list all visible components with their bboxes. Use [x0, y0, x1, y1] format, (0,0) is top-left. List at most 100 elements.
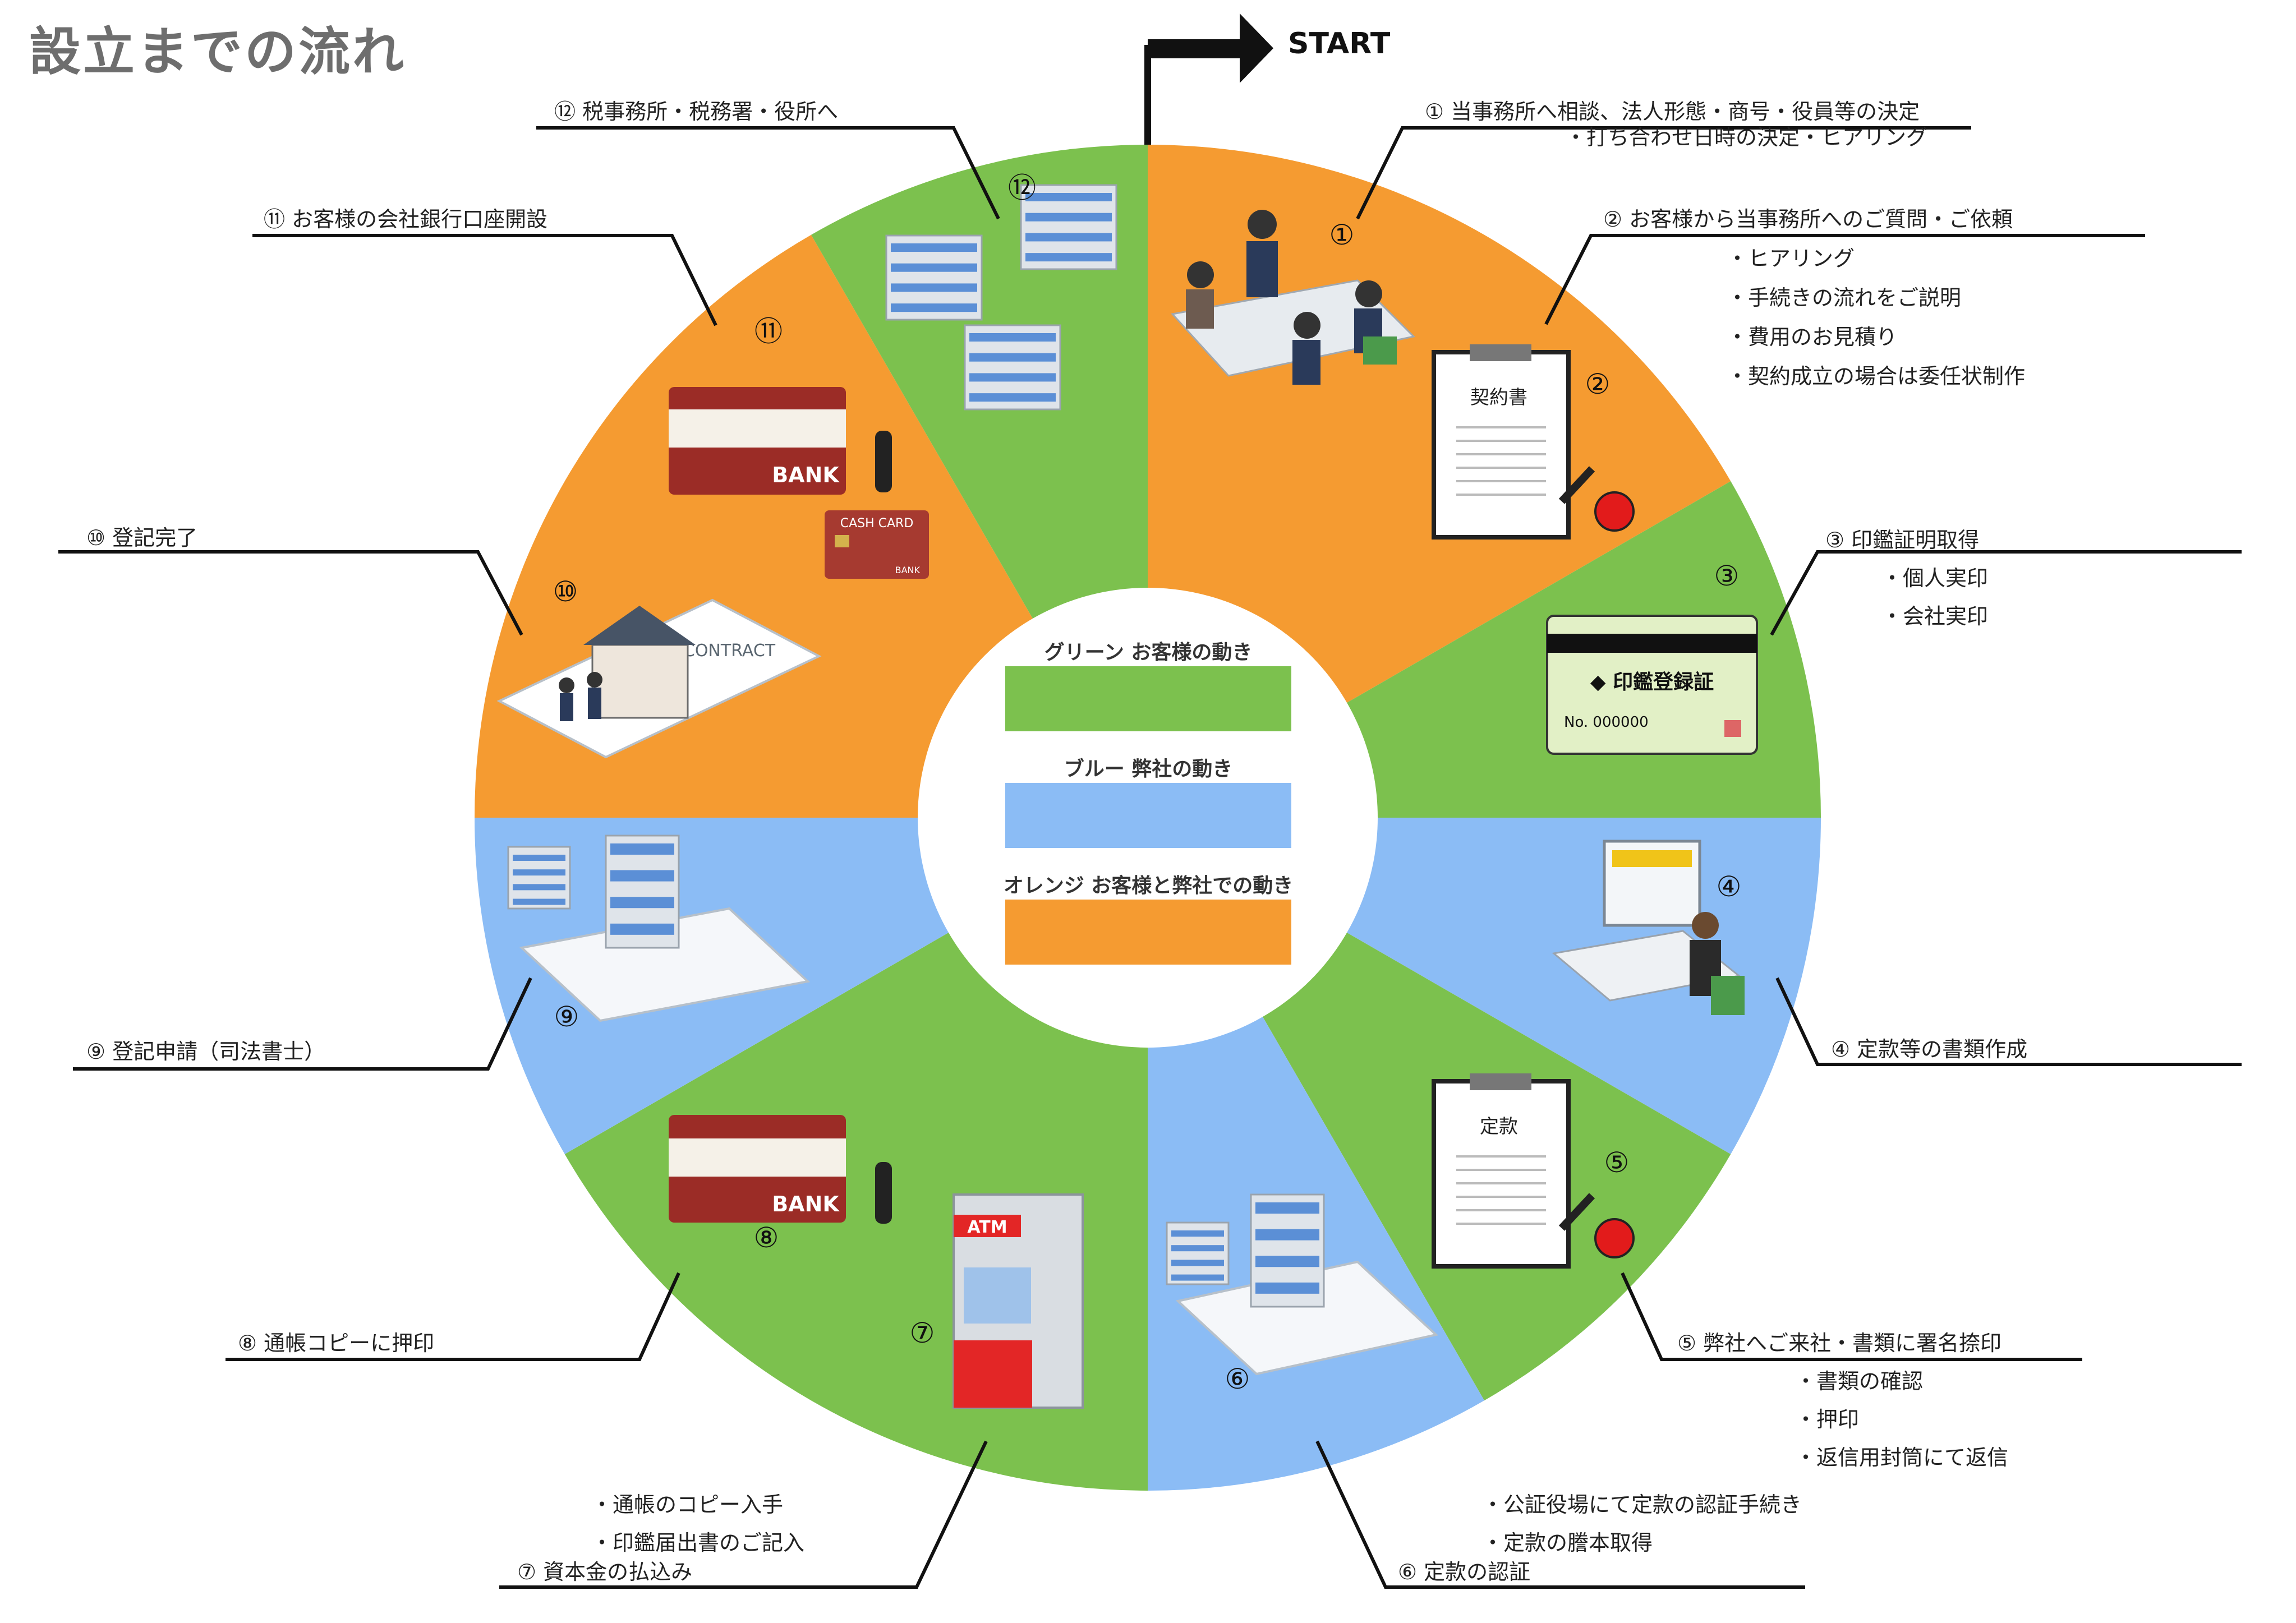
step-8-number: ⑧ — [754, 1221, 779, 1254]
step-3-number: ③ — [1714, 560, 1740, 592]
leader-line-3 — [1770, 550, 2242, 636]
step-4-title: ④ 定款等の書類作成 — [1831, 1037, 2028, 1062]
card-number-label: No. 000000 — [1564, 714, 1649, 731]
registry-small-building-icon — [507, 846, 571, 910]
step-8-label: ⑧ 通帳コピーに押印 — [238, 1330, 434, 1356]
worker-head-icon — [1692, 912, 1719, 939]
step-5-detail-3: ・返信用封筒にて返信 — [1795, 1445, 2009, 1470]
step-2-detail-1: ・ヒアリング — [1727, 246, 1855, 271]
step-12-title: ⑫ 税事務所・税務署・役所へ — [554, 99, 839, 124]
presenter-head-icon — [1248, 210, 1277, 239]
step-6-title: ⑥ 定款の認証 — [1398, 1560, 1531, 1584]
legend-orange-label: オレンジ お客様と弊社での動き — [1003, 874, 1294, 897]
card-magstripe-icon — [1547, 634, 1757, 653]
step-5-title: ⑤ 弊社へご来社・書類に署名捺印 — [1677, 1331, 2002, 1355]
legend-orange-swatch — [1005, 900, 1291, 965]
house-icon — [591, 644, 689, 719]
step-3-title: ③ 印鑑証明取得 — [1825, 528, 1980, 552]
leader-line-7 — [499, 1440, 988, 1589]
chair-icon — [1363, 336, 1397, 365]
articles-doc-label: 定款 — [1480, 1115, 1518, 1138]
step-2-number: ② — [1585, 368, 1611, 400]
step-11-label: ⑪ お客様の会社銀行口座開設 — [264, 206, 547, 232]
articles-text-line — [1456, 1209, 1546, 1211]
step-6-label: ・公証役場にて定款の認証手続き ・定款の謄本取得 ⑥ 定款の認証 — [1398, 1492, 1802, 1585]
step-7-detail-1: ・通帳のコピー入手 — [591, 1492, 784, 1517]
leader-line-6 — [1315, 1440, 1805, 1589]
contract-text-line — [1456, 453, 1546, 455]
leader-line-4 — [1775, 977, 2242, 1066]
resident-1-body-icon — [560, 693, 573, 721]
bank-card-bank-label: BANK — [772, 463, 840, 487]
seal-handle-icon — [1558, 466, 1595, 504]
step-1-detail: ・打ち合わせ日時の決定・ヒアリング — [1565, 125, 1928, 150]
step-7-number: ⑦ — [910, 1317, 935, 1349]
step-6-detail-2: ・定款の謄本取得 — [1482, 1530, 1653, 1555]
legend-green-label: グリーン お客様の動き — [1044, 641, 1253, 664]
notary-small-building-icon — [1166, 1221, 1230, 1285]
articles-text-line — [1456, 1169, 1546, 1171]
house-roof-icon — [583, 606, 696, 645]
registry-building-icon — [605, 834, 680, 949]
attendee-1-body-icon — [1186, 289, 1214, 329]
leader-line-8 — [226, 1272, 680, 1361]
step-11-title: ⑪ お客様の会社銀行口座開設 — [264, 207, 548, 232]
leader-line-12 — [536, 126, 1000, 220]
bankbook-band-icon — [669, 1138, 846, 1177]
atm-label: ATM — [967, 1218, 1007, 1237]
step-6-number: ⑥ — [1225, 1363, 1250, 1395]
contract-text-line — [1456, 480, 1546, 482]
contract-text-line — [1456, 494, 1546, 496]
step-2-title: ② お客様から当事務所へのご質問・ご依頼 — [1603, 207, 2013, 232]
cash-card-label: CASH CARD — [840, 517, 914, 531]
cash-card-chip-icon — [835, 535, 849, 547]
step-1-number: ① — [1329, 219, 1355, 251]
legend-green-swatch — [1005, 666, 1291, 731]
atm-base-icon — [954, 1340, 1032, 1408]
step-12-label: ⑫ 税事務所・税務署・役所へ — [554, 99, 838, 125]
cash-card-bank-label: BANK — [895, 565, 921, 575]
step-3-detail-2: ・会社実印 — [1881, 604, 1989, 629]
contract-text-line — [1456, 467, 1546, 469]
step-5-detail-2: ・押印 — [1795, 1407, 1860, 1432]
leader-line-2 — [1544, 234, 2145, 325]
step-2-detail-3: ・費用のお見積り — [1727, 325, 1898, 349]
government-building-1-icon — [885, 234, 983, 321]
attendee-3-body-icon — [1292, 340, 1320, 385]
government-building-2-icon — [1020, 184, 1117, 270]
attendee-1-head-icon — [1187, 261, 1214, 288]
bank-hanko-icon — [875, 431, 892, 492]
step-6-detail-1: ・公証役場にて定款の認証手続き — [1482, 1492, 1802, 1517]
cash-card-icon — [825, 510, 929, 579]
step-3-detail-1: ・個人実印 — [1881, 566, 1989, 591]
leader-line-11 — [252, 234, 717, 326]
articles-text-line — [1456, 1196, 1546, 1198]
articles-text-line — [1456, 1155, 1546, 1158]
step-11-number: ⑪ — [754, 315, 783, 348]
worker-chair-icon — [1711, 976, 1745, 1015]
step-1-label: ① 当事務所へ相談、法人形態・商号・役員等の決定 ・打ち合わせ日時の決定・ヒアリ… — [1425, 99, 1927, 150]
step-5-detail-1: ・書類の確認 — [1795, 1369, 1924, 1394]
card-title-label: ◆ 印鑑登録証 — [1590, 670, 1714, 694]
start-label: START — [1288, 27, 1391, 61]
bankbook-bank-label: BANK — [772, 1192, 840, 1216]
step-7-detail-2: ・印鑑届出書のご記入 — [591, 1530, 805, 1555]
resident-2-head-icon — [587, 672, 602, 688]
step-2-detail-2: ・手続きの流れをご説明 — [1727, 285, 1962, 310]
step-4-number: ④ — [1717, 870, 1742, 903]
step-5-label: ⑤ 弊社へご来社・書類に署名捺印 ・書類の確認 ・押印 ・返信用封筒にて返信 — [1677, 1330, 2008, 1470]
start-arrow-icon — [1148, 13, 1273, 83]
step-4-label: ④ 定款等の書類作成 — [1831, 1036, 2027, 1062]
step-10-title: ⑩ 登記完了 — [86, 525, 198, 550]
step-8-title: ⑧ 通帳コピーに押印 — [238, 1331, 435, 1355]
articles-text-line — [1456, 1182, 1546, 1184]
articles-clip-icon — [1470, 1073, 1531, 1090]
atm-sign-icon — [954, 1215, 1021, 1237]
legend-blue-swatch — [1005, 783, 1291, 848]
step-5-number: ⑤ — [1604, 1146, 1630, 1179]
attendee-3-head-icon — [1294, 312, 1320, 339]
step-3-label: ③ 印鑑証明取得 ・個人実印 ・会社実印 — [1825, 527, 1988, 629]
step-1-title: ① 当事務所へ相談、法人形態・商号・役員等の決定 — [1425, 99, 1920, 124]
step-9-title: ⑨ 登記申請（司法書士） — [86, 1039, 326, 1064]
